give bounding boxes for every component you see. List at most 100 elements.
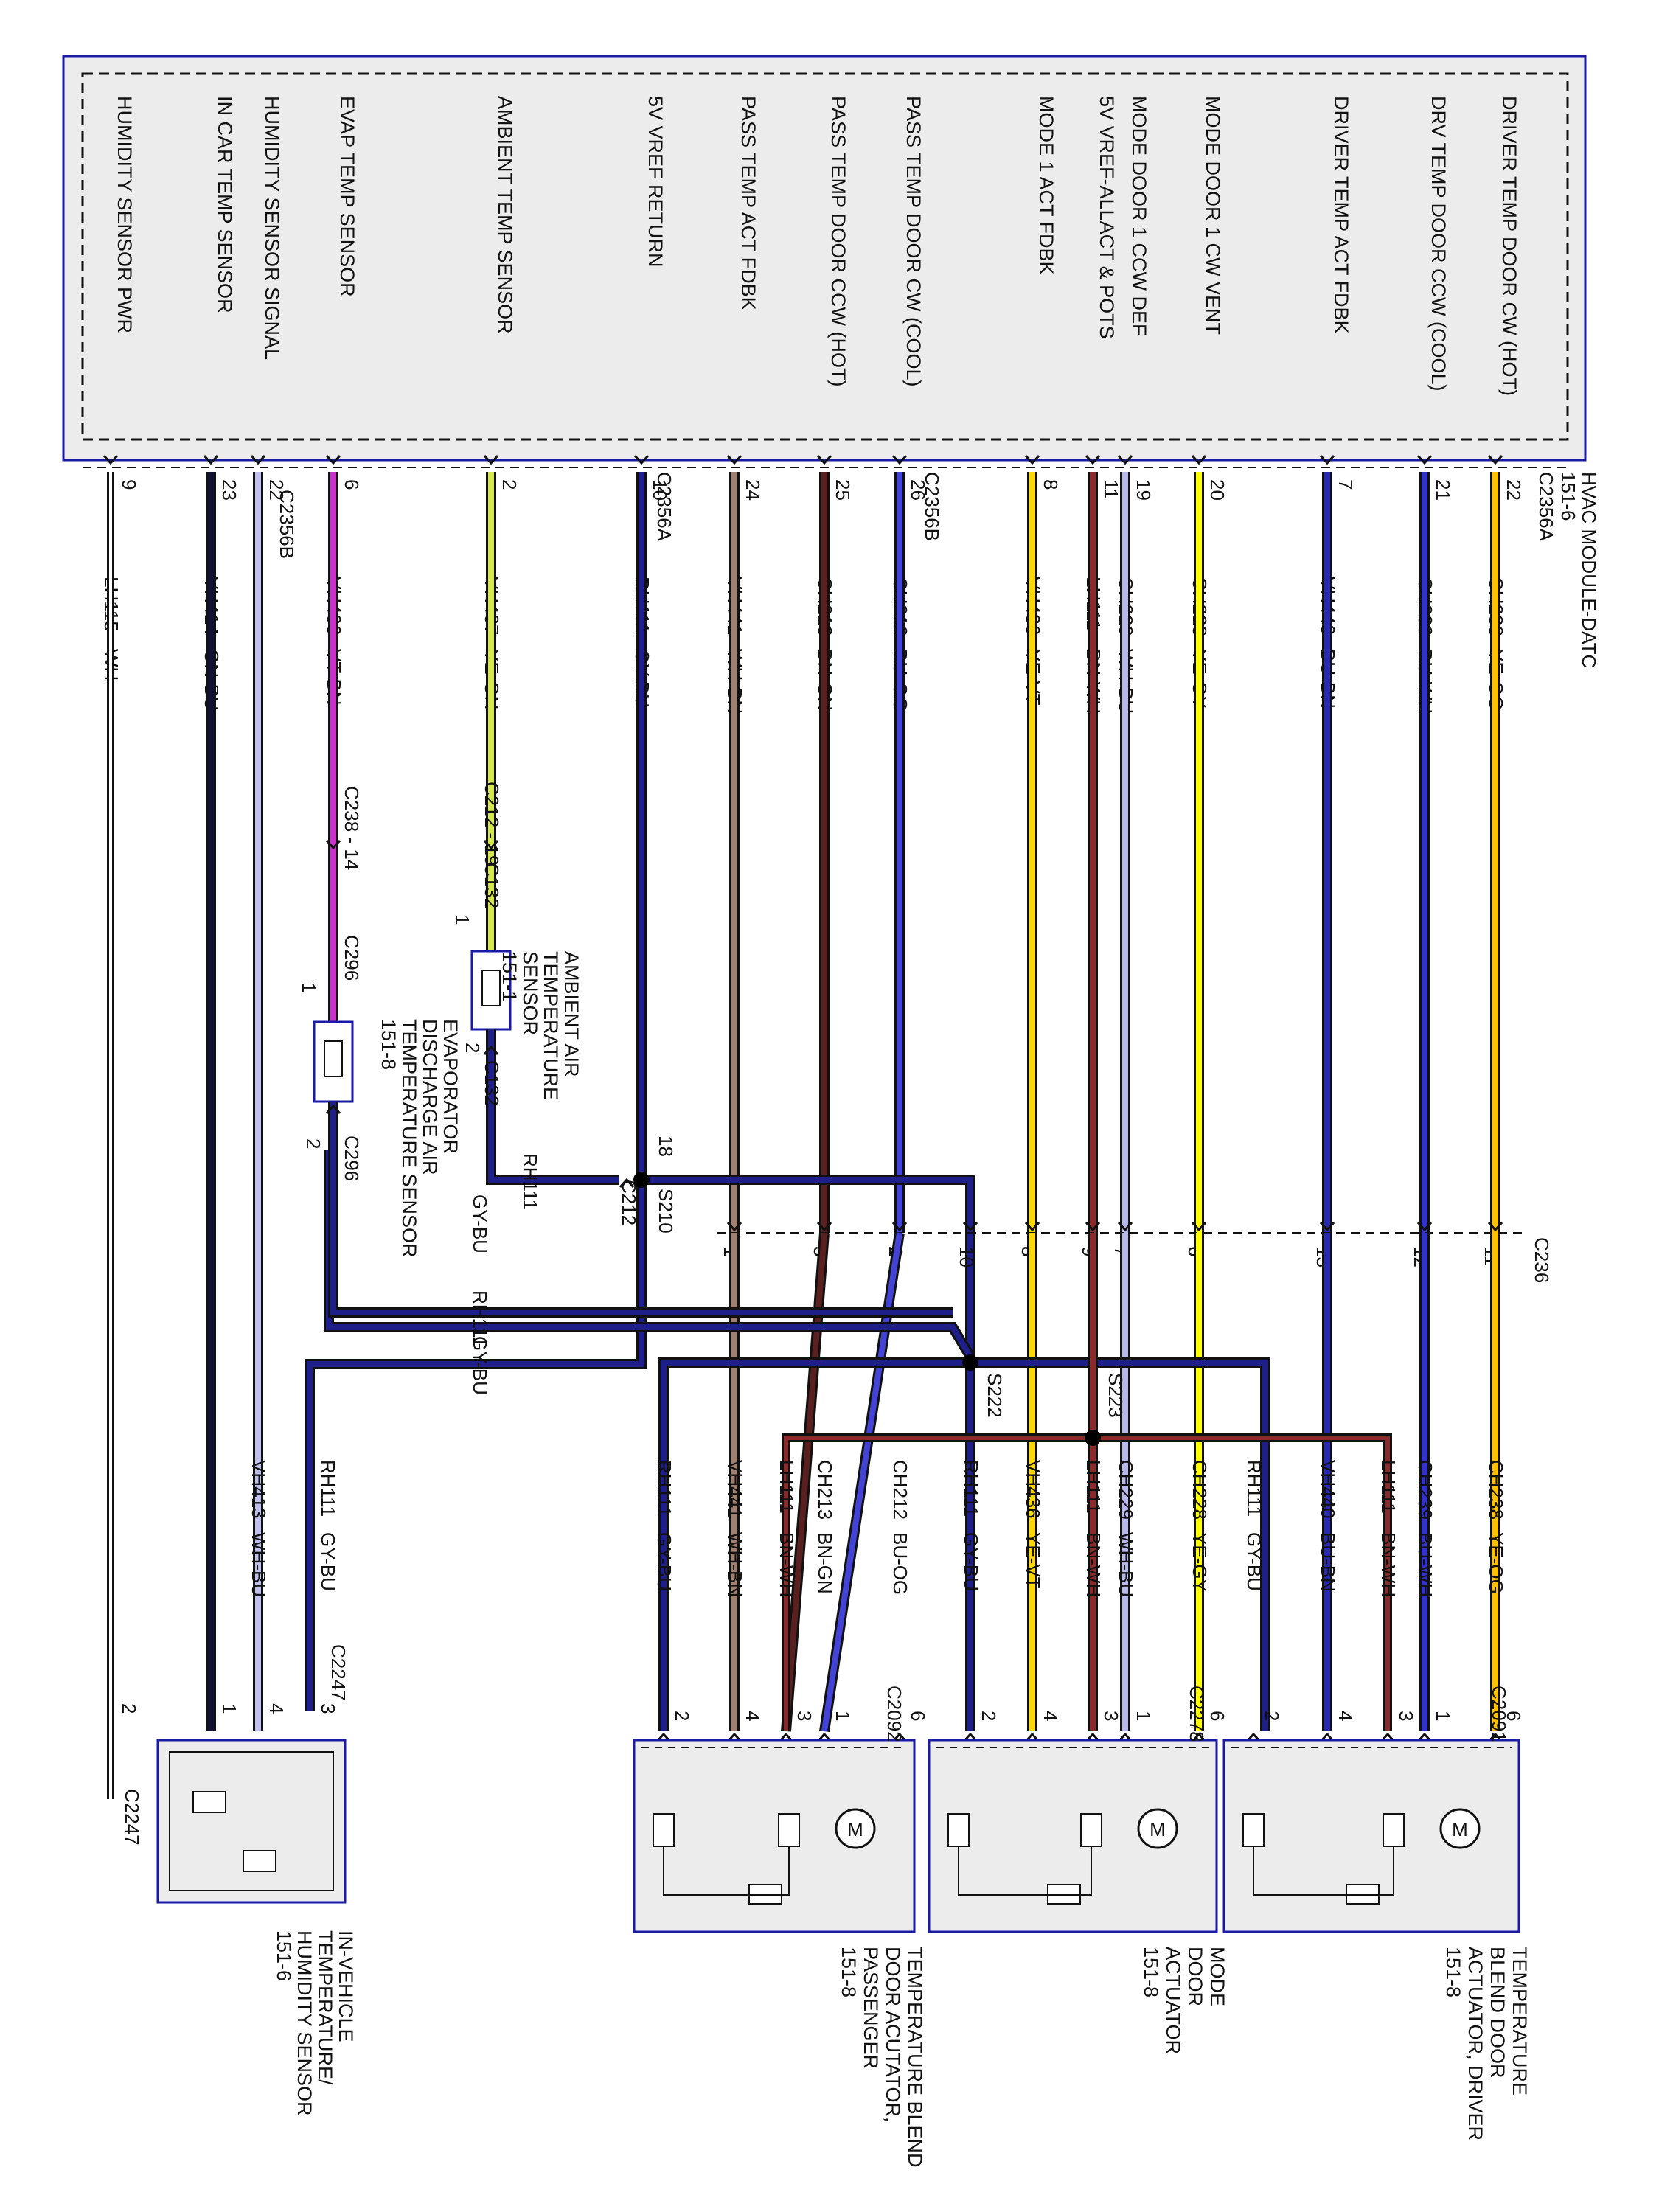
actuator-internal-wire [663,1846,790,1896]
actuator-internal-wire [958,1846,1092,1896]
c236-arrow [1191,1221,1207,1232]
motor-icon [1137,1808,1178,1849]
module-pin-label: PASS TEMP ACT FDBK [737,96,759,310]
wire-arrow [102,454,119,465]
evap-arrow-b [325,1104,341,1115]
module-pin-label: DRV TEMP DOOR CCW (COOL) [1427,96,1450,392]
module-pin-label: 5V VREF RETURN [644,96,667,268]
module-pin-label: DRIVER TEMP ACT FDBK [1330,96,1352,334]
actuator-connector-label: C2091 [1488,1686,1510,1742]
actuator-pin-number: 6 [907,1711,929,1721]
hvac-module-title-sub: 151-6 [1557,472,1579,521]
actuator-internal-wire [1253,1846,1394,1896]
module-pin-number: 22 [1503,479,1525,501]
humidity-sensor-name: TEMPERATURE/ [314,1930,336,2085]
splice-s223-label: S223 [1105,1373,1127,1418]
module-pin-label: IN CAR TEMP SENSOR [214,96,236,313]
lower-wire-circuit-label: CH212 [889,1460,911,1520]
c236-label: C236 [1531,1237,1553,1283]
actuator-name-label: TEMPERATURE [1509,1947,1531,2096]
actuator-name-label: DOOR [1184,1947,1206,2006]
lower-wire-circuit-label: CH239 [1414,1460,1436,1520]
motor-icon [835,1808,876,1849]
humidity-sensor-name: HUMIDITY SENSOR [293,1930,316,2116]
actuator-connector-label: C2278 [1186,1686,1208,1742]
ambient-connector-a-label: C212 - 19 [481,782,503,866]
lower-wire-circuit-label: VH436 [1022,1460,1044,1519]
lower-wire-color-label: WH-BN [724,1532,746,1597]
humidity-pin-number: 3 [317,1703,339,1714]
lower-wire-color-label: BU-WH [1414,1532,1436,1597]
thermistor-icon [481,970,501,1006]
motor-icon-letter: M [1150,1818,1166,1840]
c236-arrow [1085,1221,1101,1232]
vh413-label: VH413 [248,1460,270,1519]
thermistor-icon [192,1791,226,1813]
lower-wire-color-label: GY-BU [960,1532,982,1591]
humidity-pin-number: 2 [118,1703,140,1714]
ambient-sensor-name: TEMPERATURE [540,951,562,1100]
lower-wire-color-label: BN-GN [814,1532,836,1594]
lower-wire-circuit-label: RH111 [960,1460,982,1517]
lower-wire-circuit-label: LH111 [1377,1460,1399,1514]
wire-arrow [1319,454,1335,465]
wire-arrow [325,454,341,465]
module-pin-number: 6 [341,479,363,490]
lower-wire-color-label: GY-BU [653,1532,675,1591]
connector-c2356b-label-2: C2356B [276,490,298,559]
actuator-pin-number: 2 [978,1711,1000,1721]
c236-arrow [1117,1221,1133,1232]
actuator-pin-number: 2 [671,1711,693,1721]
humidity-connector-label-2: C2247 [121,1789,143,1846]
lower-wire-color-label: YE-VT [1022,1532,1044,1589]
ambient-sensor-name: AMBIENT AIR [560,951,582,1077]
actuator-pin-number: 4 [1040,1711,1062,1721]
humidity-sensor-box [156,1739,347,1904]
c212-label: C212 [618,1180,640,1225]
ambient-arrow-a [483,839,499,850]
connector-c2356b-label: C2356B [921,472,943,541]
wire-arrow [1487,454,1503,465]
ambient-sensor-name: SENSOR [519,951,541,1035]
lower-wire-circuit-label: CH238 [1485,1460,1507,1520]
humidity-sensor-inner [169,1751,334,1891]
wire-arrow [1416,454,1433,465]
humidity-pin-number: 1 [218,1703,240,1714]
wire-arrow [1024,454,1040,465]
module-pin-number: 11 [1100,479,1122,499]
module-pin-number: 10 [649,479,671,501]
hvac-module-box [62,55,1587,462]
rh111-label: RH111 [519,1153,541,1210]
potentiometer-resistor-icon [1080,1813,1102,1847]
actuator-pin-number: 1 [1432,1711,1454,1721]
lower-wire-circuit-label: CH228 [1189,1460,1211,1520]
module-pin-label: 5V VREF-ALLACT & POTS [1096,96,1118,339]
module-pin-label: HUMIDITY SENSOR PWR [114,96,136,333]
ambient-connector-b-label: C132 [481,863,503,908]
lower-wire-circuit-label: LH111 [776,1460,798,1514]
humidity-sensor-name: 151-6 [273,1930,295,1981]
actuator-pin-number: 4 [1335,1711,1357,1721]
potentiometer-resistor-icon [947,1813,970,1847]
actuator-pin-number: 3 [1100,1711,1122,1721]
lower-wire-color-label: BN-WH [776,1532,798,1597]
evap-sensor-name: DISCHARGE AIR [419,1019,441,1175]
lower-wire-color-label: BU-BN [1317,1532,1339,1592]
wire-arrow [633,454,650,465]
actuator-name-label: PASSENGER [860,1947,882,2069]
c212-pin-number: 18 [655,1135,677,1157]
module-pin-label: MODE DOOR 1 CCW DEF [1128,96,1150,336]
module-pin-label: MODE DOOR 1 CW VENT [1202,96,1224,335]
evap-connector-b-label: C296 [341,935,363,981]
module-pin-number: 19 [1133,479,1155,501]
humidity-element-icon [243,1850,276,1872]
actuator-name-label: DOOR ACUTATOR, [882,1947,904,2123]
c236-arrow [726,1221,742,1232]
evap-connector-c-label: C296 [341,1135,363,1181]
lower-wire-circuit-label: VH441 [724,1460,746,1519]
wire-arrow [891,454,908,465]
module-pin-number: 22 [265,479,288,501]
module-pin-number: 2 [498,479,521,490]
module-pin-number: 24 [742,479,764,501]
wire-evap-return [330,1102,953,1315]
